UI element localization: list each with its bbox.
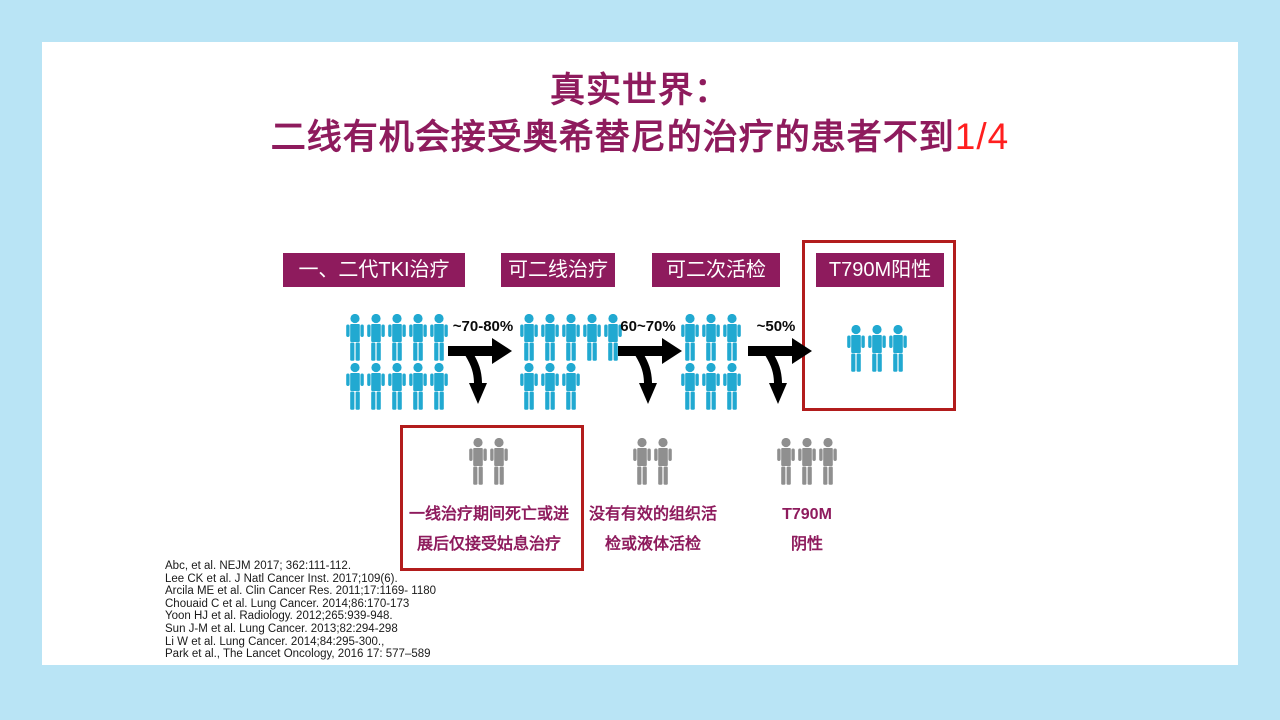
patient-group-second-line — [519, 314, 623, 410]
branch-arrow-icon — [618, 338, 682, 404]
person-icon — [819, 438, 837, 485]
person-icon — [723, 314, 741, 361]
person-icon — [562, 314, 580, 361]
reference-item: Li W et al. Lung Cancer. 2014;84:295-300… — [165, 635, 385, 648]
branch-arrow-icon — [748, 338, 812, 404]
percent-label-3: ~50% — [756, 318, 796, 335]
person-icon — [868, 325, 886, 372]
highlight-box-palliative — [400, 425, 584, 571]
presentation-slide: 真实世界： 二线有机会接受奥希替尼的治疗的患者不到1/4 一、二代TKI治疗 可… — [42, 42, 1238, 665]
person-icon — [702, 314, 720, 361]
title-line-1: 真实世界： — [549, 71, 730, 110]
person-icon — [583, 314, 601, 361]
person-icon — [798, 438, 816, 485]
stage-box-t790m-positive: T790M阳性 — [816, 253, 944, 287]
person-row — [680, 363, 742, 410]
dropout-label-palliative: 一线治疗期间死亡或进 展后仅接受姑息治疗 — [408, 506, 569, 553]
dropout-label-no-biopsy: 没有有效的组织活 检或液体活检 — [588, 506, 717, 553]
person-row — [468, 438, 509, 485]
person-icon — [541, 363, 559, 410]
person-icon — [681, 314, 699, 361]
person-icon — [367, 314, 385, 361]
title-line-2: 二线有机会接受奥希替尼的治疗的患者不到1/4 — [270, 116, 1010, 157]
patient-group-initial — [345, 314, 449, 410]
reference-item: Abc, et al. NEJM 2017; 362:111-112. — [165, 560, 352, 572]
person-icon — [604, 314, 622, 361]
slide-title: 真实世界： 二线有机会接受奥希替尼的治疗的患者不到1/4 — [42, 68, 1238, 161]
references-list: Abc, et al. NEJM 2017; 362:111-112. Lee … — [165, 560, 436, 661]
person-icon — [520, 363, 538, 410]
person-icon — [654, 438, 672, 485]
person-icon — [520, 314, 538, 361]
stage-box-rebiopsy: 可二次活检 — [652, 253, 780, 287]
reference-item: Lee CK et al. J Natl Cancer Inst. 2017;1… — [165, 572, 398, 585]
person-icon — [430, 363, 448, 410]
title-fraction-highlight: 1/4 — [954, 116, 1010, 157]
person-row — [345, 314, 449, 361]
patient-group-rebiopsy — [680, 314, 742, 410]
stage-box-tki-treatment: 一、二代TKI治疗 — [283, 253, 465, 287]
percent-label-2: 60~70% — [620, 318, 676, 335]
person-icon — [889, 325, 907, 372]
reference-item: Chouaid C et al. Lung Cancer. 2014;86:17… — [165, 597, 410, 610]
percent-label-1: ~70-80% — [452, 318, 514, 335]
person-row — [519, 314, 623, 361]
branch-arrow-3 — [748, 338, 812, 410]
person-icon — [388, 363, 406, 410]
person-row — [776, 438, 838, 485]
branch-arrow-icon — [448, 338, 512, 404]
person-icon — [346, 363, 364, 410]
highlight-box-t790m-positive — [802, 240, 956, 411]
reference-item: Arcila ME et al. Clin Cancer Res. 2011;1… — [165, 585, 437, 598]
person-icon — [562, 363, 580, 410]
person-row — [519, 363, 581, 410]
person-icon — [723, 363, 741, 410]
reference-item: Yoon HJ et al. Radiology. 2012;265:939-9… — [165, 610, 393, 623]
dropout-group-palliative — [468, 438, 509, 485]
dropout-group-t790m-negative — [776, 438, 838, 485]
person-icon — [346, 314, 364, 361]
person-row — [680, 314, 742, 361]
person-icon — [541, 314, 559, 361]
person-icon — [388, 314, 406, 361]
person-icon — [367, 363, 385, 410]
dropout-label-t790m-negative: T790M 阴性 — [782, 506, 832, 553]
person-row — [632, 438, 673, 485]
person-icon — [469, 438, 487, 485]
person-icon — [633, 438, 651, 485]
reference-item: Park et al., The Lancet Oncology, 2016 1… — [165, 648, 431, 661]
patient-group-t790m-positive — [846, 325, 908, 372]
person-icon — [681, 363, 699, 410]
person-icon — [847, 325, 865, 372]
person-icon — [409, 363, 427, 410]
person-icon — [409, 314, 427, 361]
person-icon — [490, 438, 508, 485]
reference-item: Sun J-M et al. Lung Cancer. 2013;82:294-… — [165, 622, 398, 635]
person-row — [846, 325, 908, 372]
person-icon — [702, 363, 720, 410]
person-icon — [430, 314, 448, 361]
branch-arrow-1 — [448, 338, 512, 410]
stage-box-second-line: 可二线治疗 — [501, 253, 615, 287]
person-row — [345, 363, 449, 410]
dropout-group-no-biopsy — [632, 438, 673, 485]
branch-arrow-2 — [618, 338, 682, 410]
person-icon — [777, 438, 795, 485]
